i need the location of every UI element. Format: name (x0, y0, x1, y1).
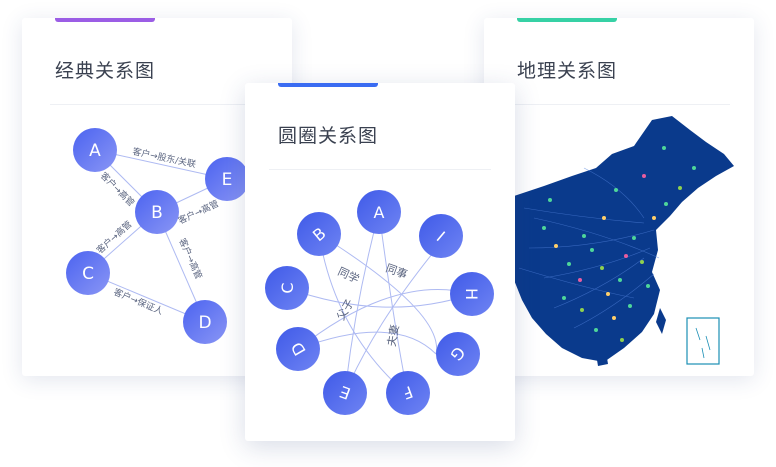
circle-node[interactable]: E (323, 371, 367, 415)
edge-label: 夫妻 (385, 324, 402, 348)
circle-node[interactable]: F (386, 371, 430, 415)
graph-node[interactable]: E (205, 157, 249, 201)
circle-graph: 同学 同事 父子 夫妻 A I H G F E D C B (265, 190, 494, 415)
map-landmass (514, 116, 734, 362)
card-divider (50, 104, 292, 105)
circle-node[interactable]: G (436, 332, 480, 376)
graph-node[interactable]: C (66, 251, 110, 295)
map-island (656, 308, 666, 334)
card-divider (269, 169, 491, 170)
edge-label: 客户→高管 (176, 197, 221, 226)
svg-text:A: A (374, 203, 385, 222)
circle-graph-card[interactable]: 圆圈关系图 同学 同事 父子 夫妻 A I H (245, 83, 515, 441)
map-island (596, 352, 608, 366)
circle-node[interactable]: I (419, 214, 463, 258)
card-title: 圆圈关系图 (278, 125, 379, 147)
svg-text:D: D (198, 313, 211, 333)
circle-node[interactable]: B (297, 212, 341, 256)
card-title: 经典关系图 (55, 60, 156, 82)
svg-text:A: A (89, 141, 101, 161)
card-accent-bar (55, 18, 155, 22)
circle-node[interactable]: D (276, 327, 320, 371)
graph-node[interactable]: B (135, 190, 179, 234)
edge-a-e (94, 149, 228, 180)
geo-graph-card[interactable]: 地理关系图 (484, 18, 754, 376)
svg-text:C: C (82, 264, 94, 284)
edge-label: 客户→高管 (98, 170, 137, 209)
edge-label: 同学 (336, 264, 362, 286)
svg-text:E: E (222, 170, 233, 190)
graph-node[interactable]: D (183, 300, 227, 344)
svg-text:H: H (462, 288, 481, 300)
edge-label: 客户→股东/关联 (131, 145, 197, 170)
card-accent-bar (517, 18, 617, 22)
classic-graph: 客户→股东/关联 客户→高管 客户→高管 客户→高管 客户→高管 客户→保证人 … (66, 128, 249, 344)
card-accent-bar (278, 83, 378, 87)
card-divider (512, 104, 730, 105)
china-map (514, 116, 734, 366)
circle-node[interactable]: A (357, 190, 401, 234)
circle-node[interactable]: C (265, 266, 309, 310)
edge-label: 客户→高管 (176, 236, 205, 281)
card-title: 地理关系图 (517, 60, 618, 82)
svg-text:B: B (151, 203, 163, 223)
graph-node[interactable]: A (73, 128, 117, 172)
svg-text:C: C (278, 282, 297, 293)
circle-node[interactable]: H (450, 272, 494, 316)
south-sea-inset (686, 317, 720, 365)
